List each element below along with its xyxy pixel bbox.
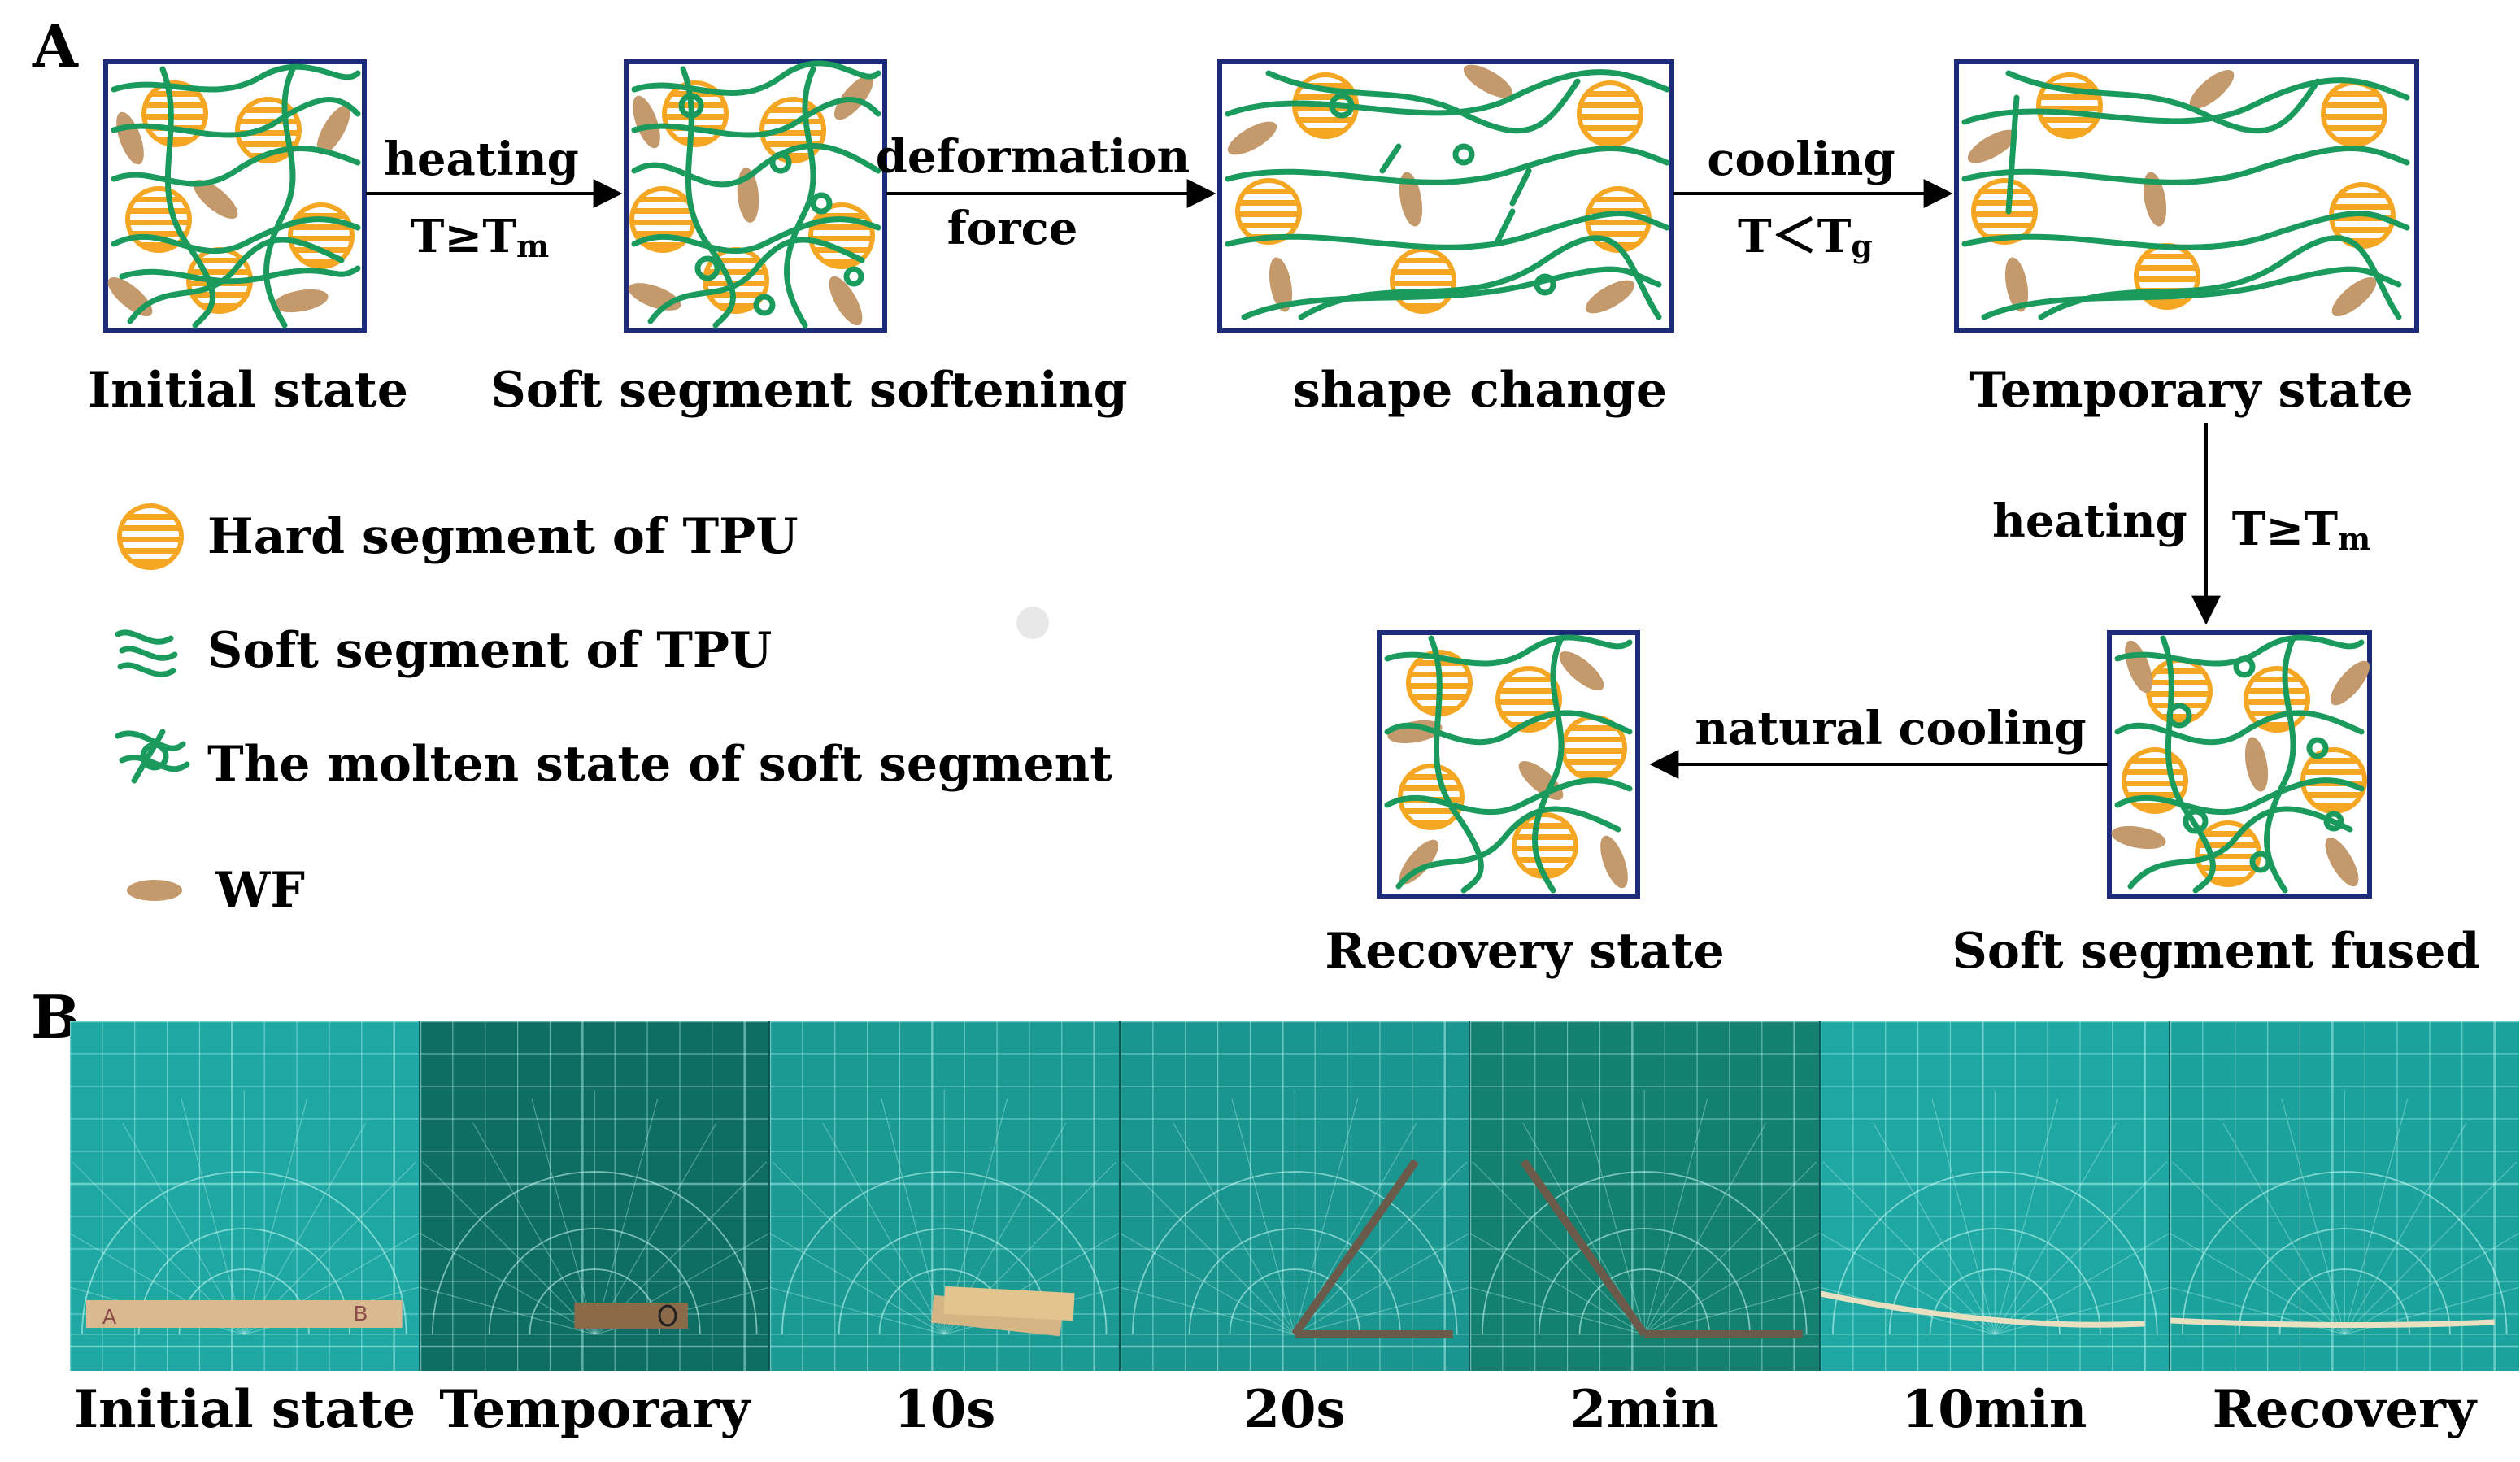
box-recovery-state: [1377, 630, 1640, 899]
arrow-label-heating-1: heating: [384, 133, 579, 186]
label-recovery-state: Recovery state: [1325, 923, 1724, 980]
legend-wf-label: WF: [215, 862, 305, 919]
photo-caption: 10s: [894, 1379, 996, 1440]
legend-soft-segment-label: Soft segment of TPU: [207, 622, 772, 679]
label-soft-segment-fused: Soft segment fused: [1952, 923, 2480, 980]
photo-panel: [420, 1021, 771, 1371]
photo-panel: [2170, 1021, 2520, 1371]
label-initial-state: Initial state: [88, 362, 408, 419]
legend-hard-segment-icon: [120, 506, 181, 568]
arrow-label-cooling: cooling: [1707, 133, 1895, 186]
sample-strip-fold: [943, 1286, 1075, 1321]
photo-panel: [1120, 1021, 1471, 1371]
photo-panel: [770, 1021, 1121, 1371]
arrow-label-natural-cooling: natural cooling: [1695, 702, 2086, 755]
photo-caption: Recovery: [2212, 1379, 2477, 1440]
arrow-condition-heating-1: T≥Tm: [411, 210, 549, 264]
legend-soft-segment-icon: [115, 629, 178, 677]
label-temporary-state: Temporary state: [1969, 362, 2413, 419]
photo-caption: 10min: [1901, 1379, 2087, 1440]
box-soft-segment-softening: [624, 59, 887, 333]
sample-mark-b: B: [354, 1303, 368, 1325]
legend-wf-icon: [127, 880, 182, 901]
legend-molten-state-icon: [115, 729, 190, 784]
legend-molten-state-label: The molten state of soft segment: [207, 736, 1112, 793]
photo-caption: 20s: [1243, 1379, 1346, 1440]
box-temporary-state: [1954, 59, 2419, 333]
sample-mark-a: A: [102, 1306, 117, 1329]
panel-label-a: A: [32, 11, 79, 80]
legend-hard-segment-label: Hard segment of TPU: [207, 508, 799, 565]
photo-panel: [1820, 1021, 2171, 1371]
label-shape-change: shape change: [1293, 362, 1667, 419]
sample-strip: [85, 1300, 403, 1328]
arrow-condition-cooling: T＜Tg: [1738, 210, 1873, 264]
sample-strip-arm: [1520, 1159, 1648, 1337]
photo-panel: [1470, 1021, 1821, 1371]
label-soft-segment-softening: Soft segment softening: [490, 362, 1127, 419]
sample-mark: [658, 1304, 677, 1327]
sample-strip: [1820, 1290, 2145, 1328]
box-soft-segment-fused: [2107, 630, 2376, 899]
arrow-label-force: force: [947, 202, 1078, 255]
arrow-label-heating-2: heating: [1992, 494, 2187, 548]
arrow-label-deformation: deformation: [876, 130, 1190, 184]
arrow-condition-heating-2: T≥Tm: [2232, 503, 2370, 557]
photo-caption: Temporary: [439, 1379, 751, 1440]
box-initial-state: [102, 59, 367, 333]
legend: Hard segment of TPU Soft segment of TPU …: [115, 506, 1112, 919]
photo-caption: 2min: [1569, 1379, 1719, 1440]
sample-strip: [2170, 1317, 2496, 1329]
sample-strip-arm: [1290, 1159, 1419, 1337]
box-shape-change: [1217, 58, 1674, 333]
photo-caption: Initial state: [74, 1379, 416, 1440]
